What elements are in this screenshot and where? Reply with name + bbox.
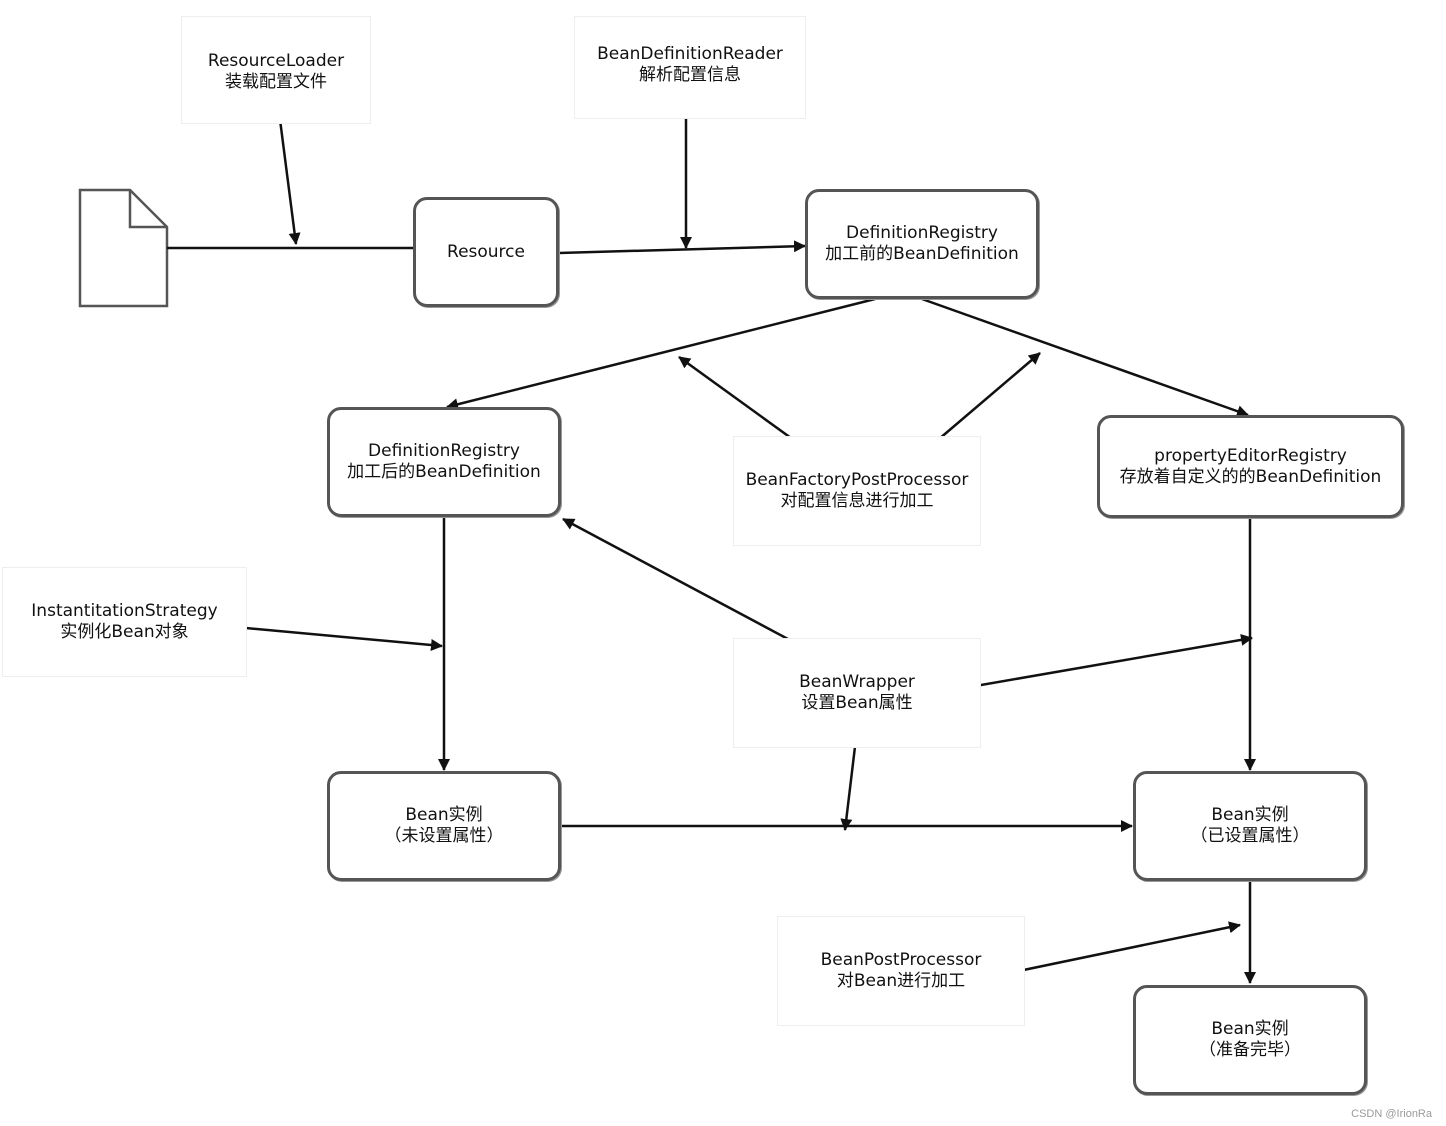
document-icon — [78, 188, 169, 308]
resource-box: Resource — [413, 197, 559, 307]
bean-set-title: Bean实例 — [1211, 805, 1289, 825]
beanpostprocessor-desc: 对Bean进行加工 — [834, 971, 968, 992]
bean-ready-title: Bean实例 — [1211, 1019, 1289, 1039]
bean-ready-box: Bean实例 （准备完毕） — [1133, 985, 1367, 1095]
resourceloader-title: ResourceLoader — [207, 51, 345, 71]
bean-unset-box: Bean实例 （未设置属性） — [327, 771, 561, 881]
arrow-registry-before-to-property-editor — [921, 297, 1249, 417]
beandefinitionreader-note: BeanDefinitionReader 解析配置信息 — [574, 16, 806, 119]
registry-after-box: DefinitionRegistry 加工后的BeanDefinition — [327, 407, 561, 517]
arrow-beanpostprocessor — [984, 921, 1241, 980]
property-editor-registry-desc: 存放着自定义的的BeanDefinition — [1119, 466, 1382, 487]
registry-after-title: DefinitionRegistry — [368, 441, 520, 461]
property-editor-registry-box: propertyEditorRegistry 存放着自定义的的BeanDefin… — [1097, 415, 1404, 518]
beandefinitionreader-desc: 解析配置信息 — [639, 65, 741, 85]
instantiation-strategy-note: InstantitationStrategy 实例化Bean对象 — [2, 567, 247, 677]
beanpostprocessor-note: BeanPostProcessor 对Bean进行加工 — [777, 916, 1025, 1026]
resourceloader-note: ResourceLoader 装载配置文件 — [181, 16, 371, 124]
arrow-resourceloader — [276, 103, 301, 245]
bean-ready-desc: （准备完毕） — [1199, 1040, 1301, 1060]
beanwrapper-note: BeanWrapper 设置Bean属性 — [733, 638, 981, 748]
arrow-registry-before-to-after — [446, 297, 876, 411]
beanwrapper-desc: 设置Bean属性 — [799, 693, 915, 714]
registry-before-box: DefinitionRegistry 加工前的BeanDefinition — [805, 189, 1039, 299]
property-editor-registry-title: propertyEditorRegistry — [1154, 445, 1347, 466]
bfpp-title: BeanFactoryPostProcessor — [743, 470, 971, 491]
bean-set-box: Bean实例 （已设置属性） — [1133, 771, 1367, 881]
bean-set-desc: （已设置属性） — [1190, 826, 1310, 846]
bfpp-desc: 对配置信息进行加工 — [778, 491, 936, 512]
beanpostprocessor-title: BeanPostProcessor — [818, 950, 984, 971]
beanwrapper-title: BeanWrapper — [797, 672, 917, 693]
watermark: CSDN @IrionRa — [1351, 1108, 1432, 1120]
arrow-resource-to-registry-before — [558, 240, 806, 255]
instantiation-strategy-title: InstantitationStrategy — [31, 601, 218, 621]
arrow-instantiation-strategy — [212, 623, 443, 651]
registry-before-title: DefinitionRegistry — [846, 223, 998, 243]
instantiation-strategy-desc: 实例化Bean对象 — [60, 622, 189, 642]
bfpp-note: BeanFactoryPostProcessor 对配置信息进行加工 — [733, 436, 981, 546]
registry-before-desc: 加工前的BeanDefinition — [825, 244, 1019, 264]
bean-unset-desc: （未设置属性） — [384, 826, 504, 846]
resource-label: Resource — [447, 241, 525, 262]
beandefinitionreader-title: BeanDefinitionReader — [597, 44, 783, 64]
resourceloader-desc: 装载配置文件 — [225, 72, 327, 92]
registry-after-desc: 加工后的BeanDefinition — [347, 462, 541, 482]
bean-unset-title: Bean实例 — [405, 805, 483, 825]
